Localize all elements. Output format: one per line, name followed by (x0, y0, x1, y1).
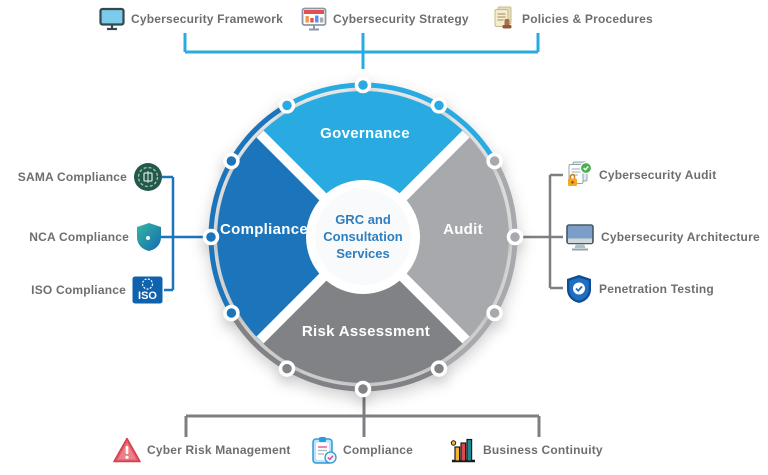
risk-assessment-label: Risk Assessment (302, 323, 430, 340)
center-line-1: GRC and (335, 212, 391, 227)
audit-wedge (363, 133, 509, 341)
governance-arc (285, 82, 497, 163)
bottom-item-label: Cyber Risk Management (147, 443, 291, 457)
risk-wedge (259, 237, 467, 383)
svg-text:ISO: ISO (138, 290, 157, 302)
right-item-label: Penetration Testing (599, 282, 714, 296)
right-item-cybersecurity-architecture: Cybersecurity Architecture (565, 222, 760, 252)
top-bracket (183, 33, 540, 69)
audit-label: Audit (443, 221, 483, 238)
bar-chart-icon (449, 437, 477, 463)
governance-wedge (259, 91, 467, 237)
center-title: GRC and Consultation Services (323, 212, 402, 261)
top-item-cybersecurity-framework: Cybersecurity Framework (99, 4, 283, 34)
top-item-label: Cybersecurity Framework (131, 12, 283, 26)
bottom-item-label: Compliance (343, 443, 414, 457)
right-bracket (518, 173, 563, 290)
architecture-monitor-icon (565, 223, 595, 251)
bottom-bracket (184, 396, 541, 437)
compliance-wedge (217, 133, 363, 341)
nca-shield-icon (135, 222, 163, 252)
monitor-strategy-icon (301, 7, 327, 31)
clipboard-check-icon (311, 436, 337, 464)
bottom-item-label: Business Continuity (483, 443, 603, 457)
bottom-item-cyber-risk-management: Cyber Risk Management (113, 435, 291, 465)
left-item-sama-compliance: SAMA Compliance (17, 162, 163, 192)
bottom-item-compliance: Compliance (311, 435, 413, 465)
right-item-cybersecurity-audit: Cybersecurity Audit (565, 160, 716, 190)
governance-label: Governance (320, 125, 410, 142)
audit-document-icon (565, 160, 593, 190)
warning-triangle-icon (113, 437, 141, 463)
left-item-label: NCA Compliance (29, 230, 129, 244)
bottom-item-business-continuity: Business Continuity (449, 435, 603, 465)
top-item-label: Cybersecurity Strategy (333, 12, 469, 26)
top-item-policies-procedures: Policies & Procedures (492, 4, 653, 34)
center-line-3: Services (336, 246, 390, 261)
right-item-label: Cybersecurity Audit (599, 168, 717, 182)
top-item-cybersecurity-strategy: Cybersecurity Strategy (301, 4, 469, 34)
iso-logo-icon: ISO (132, 276, 163, 304)
audit-arc (437, 159, 518, 371)
documents-stamp-icon (492, 6, 516, 32)
risk-arc (229, 311, 441, 392)
pentest-shield-icon (565, 274, 593, 304)
monitor-framework-icon (99, 7, 125, 31)
left-item-label: SAMA Compliance (17, 170, 127, 184)
wheel-outer-arcs (208, 82, 518, 392)
grc-wheel: GRC and Consultation Services Governance… (202, 76, 524, 398)
right-item-label: Cybersecurity Architecture (601, 230, 760, 244)
wheel-node-dots (202, 76, 524, 398)
top-item-label: Policies & Procedures (522, 12, 653, 26)
sama-logo-icon (133, 162, 163, 192)
compliance-label: Compliance (220, 221, 308, 238)
center-hub (315, 189, 411, 285)
left-bracket (160, 175, 208, 292)
left-item-iso-compliance: ISO Compliance ISO (20, 275, 163, 305)
quadrant-labels: Governance Compliance Audit Risk Assessm… (220, 125, 483, 340)
left-item-label: ISO Compliance (31, 283, 126, 297)
compliance-arc (208, 103, 289, 315)
right-item-penetration-testing: Penetration Testing (565, 274, 714, 304)
left-item-nca-compliance: NCA Compliance (20, 222, 163, 252)
center-line-2: Consultation (323, 229, 402, 244)
